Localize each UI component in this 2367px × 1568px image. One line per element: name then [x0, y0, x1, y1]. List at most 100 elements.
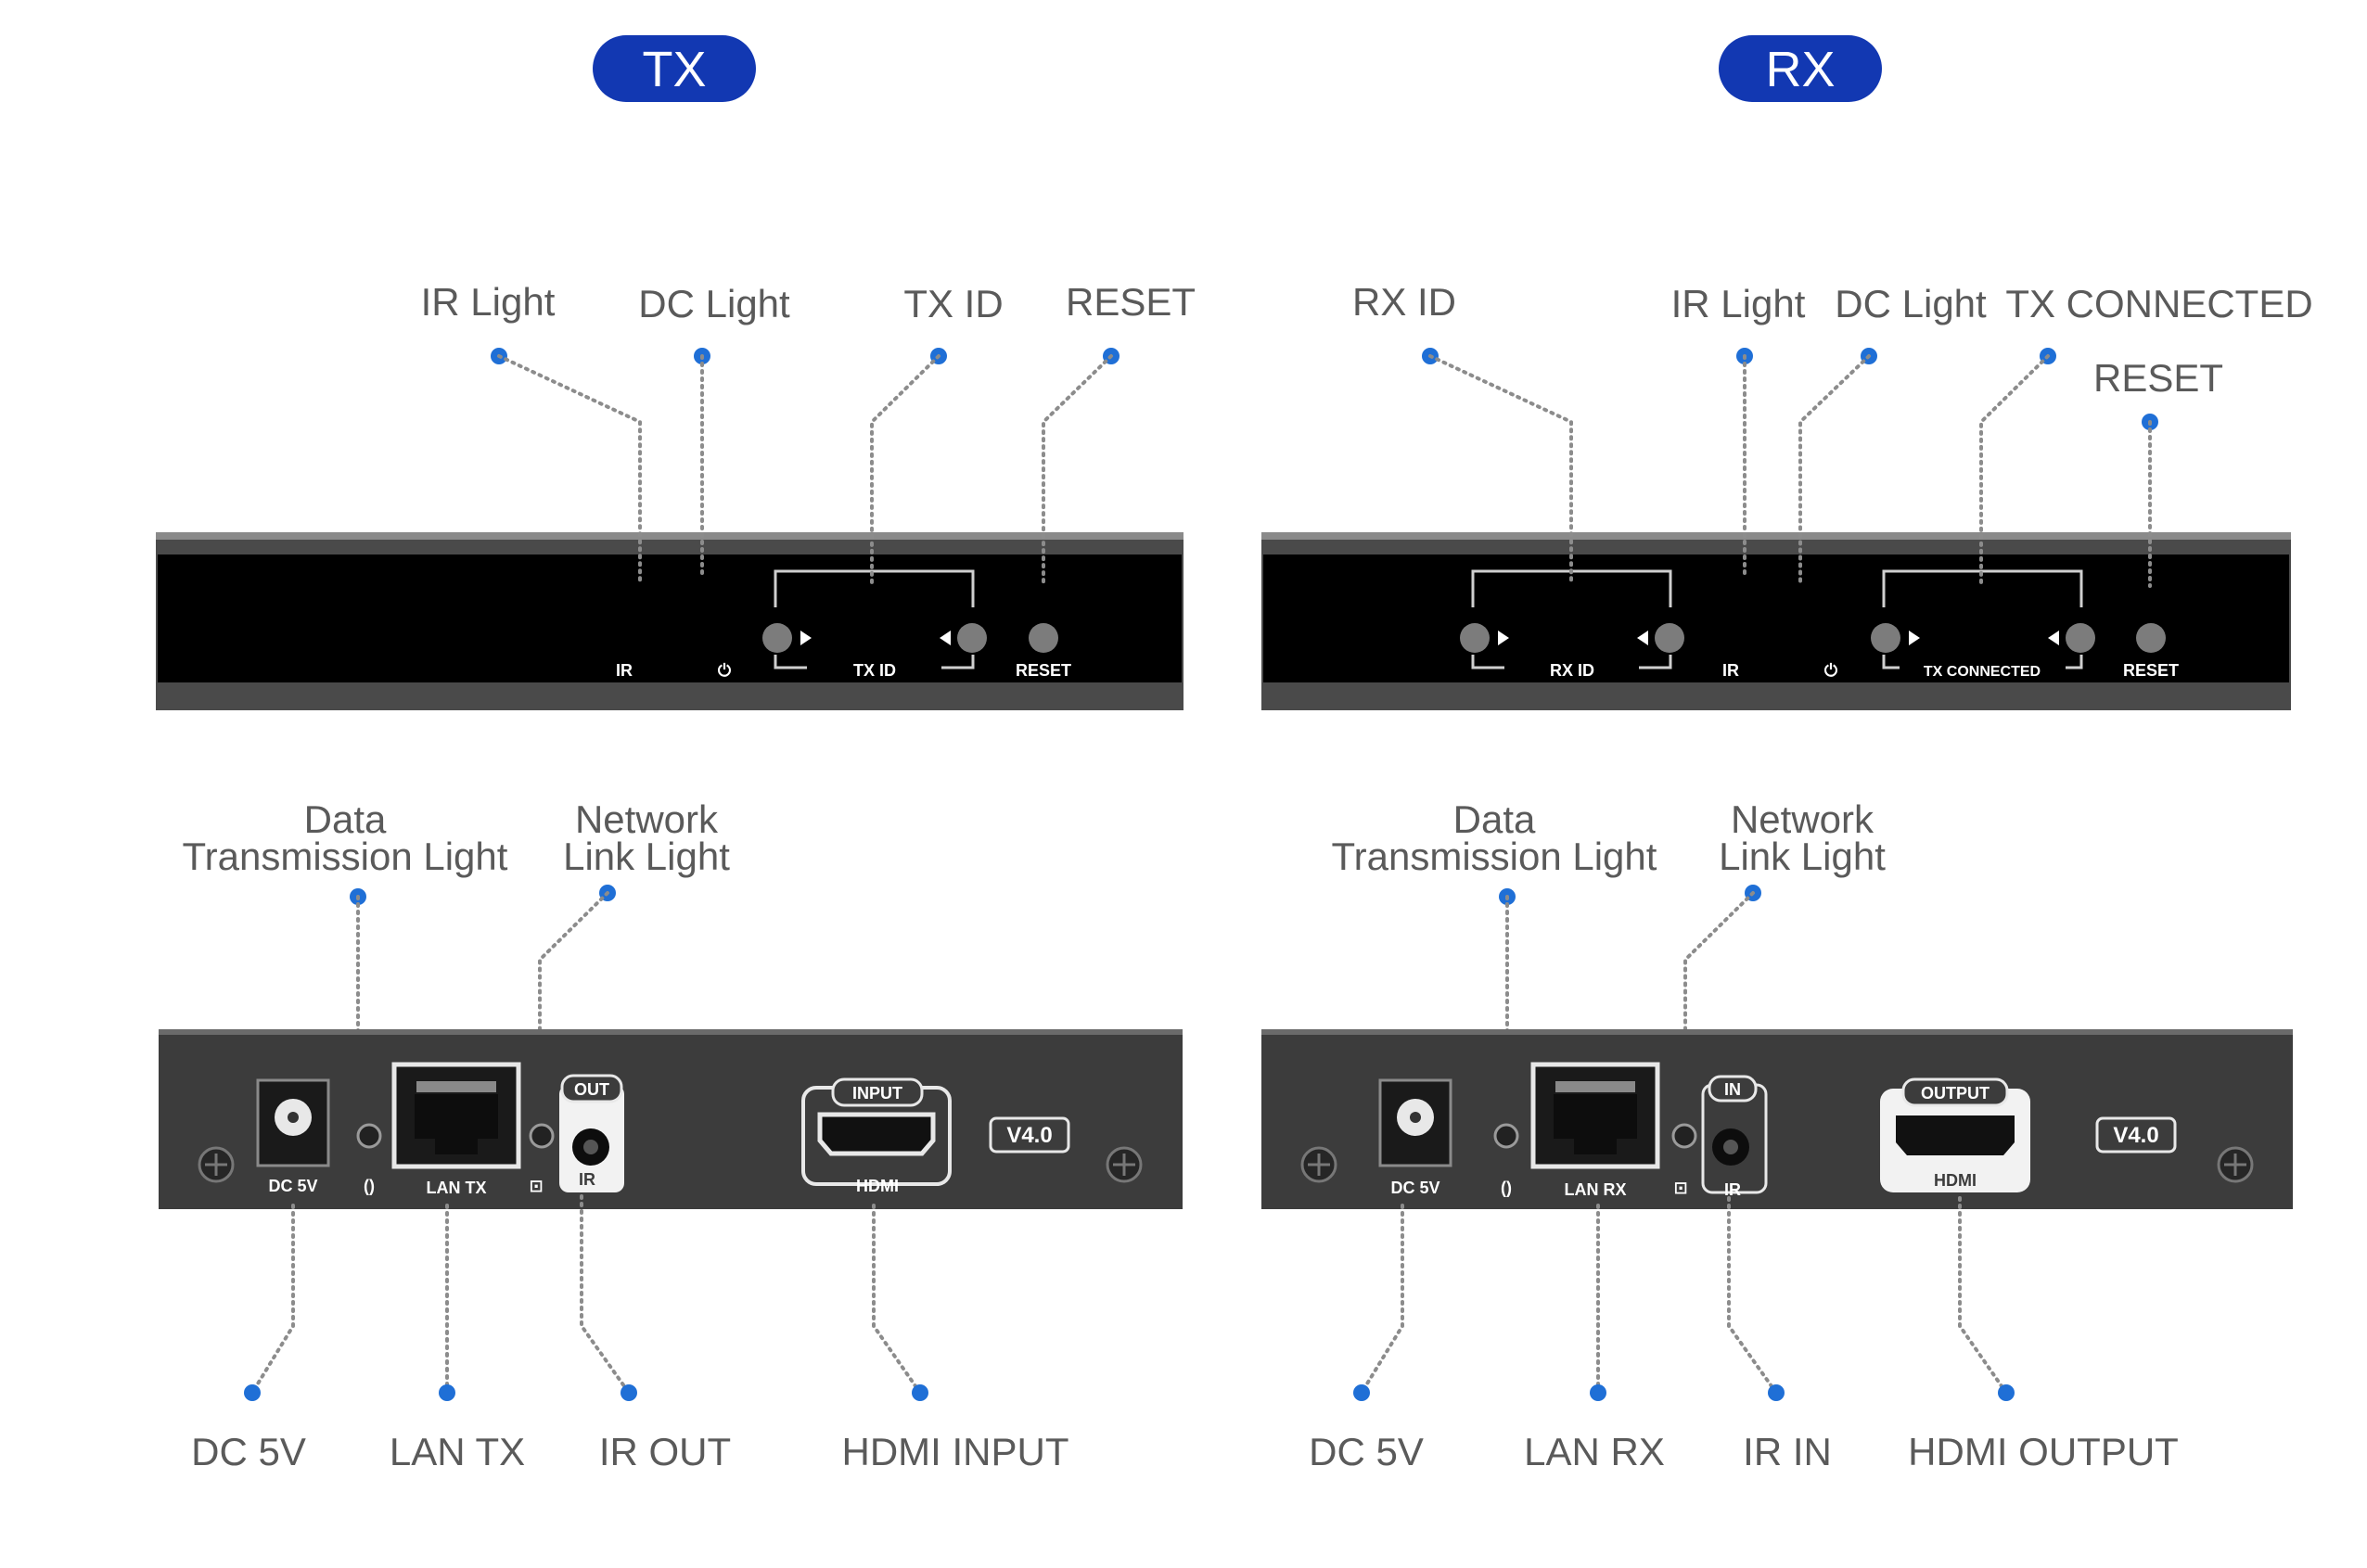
tx-callout-hdmi: HDMI INPUT [842, 1430, 1069, 1473]
rx-badge: RX [1719, 35, 1882, 102]
rx-dc-leader [1360, 1204, 1404, 1395]
rx-rear-screw-left [1300, 1146, 1337, 1183]
rx-rear-ir-tag: IN [1724, 1080, 1741, 1099]
rx-front-top-edge [1261, 532, 2291, 540]
rx-txconn-right-button[interactable] [2066, 623, 2095, 653]
tx-front-callouts: IR Light DC Light TX ID RESET [421, 280, 1196, 588]
tx-rear-version: V4.0 [1006, 1123, 1052, 1148]
rx-front-reset-label: RESET [2123, 661, 2179, 680]
tx-rear-hdmi-label: HDMI [856, 1177, 899, 1195]
rx-rear-hdmi-tag: OUTPUT [1921, 1084, 1990, 1103]
tx-id-bracket-top [774, 569, 975, 607]
rx-rear-version: V4.0 [2113, 1123, 2158, 1148]
rx-txconn-left-button[interactable] [1871, 623, 1900, 653]
tx-ir-out-jack[interactable] [559, 1085, 624, 1192]
tx-front-power-icon: ⏻ [718, 661, 732, 680]
rx-dc-jack[interactable] [1378, 1078, 1452, 1167]
rx-dc-light-leader [1798, 354, 1871, 586]
tx-lan-port[interactable] [391, 1062, 521, 1169]
tx-lan-dot [439, 1384, 455, 1401]
rx-callout-dc: DC 5V [1309, 1430, 1424, 1473]
tx-front-txid-label: TX ID [853, 661, 896, 680]
tx-rear-panel: DC 5V () LAN TX ⊡ OUT IR INPUT HDMI [159, 1029, 1183, 1209]
tx-rear-lan-label: LAN TX [427, 1179, 487, 1197]
rx-ir-in-leader [1727, 1196, 1778, 1395]
tx-version-box [989, 1116, 1070, 1154]
rx-front-panel: RX ID IR ⏻ TX CONNECTED RESET [1261, 532, 2291, 710]
tx-rear-ir-label: IR [579, 1170, 595, 1189]
rx-callout-ir-in: IR IN [1743, 1430, 1832, 1473]
rx-badge-pill [1719, 35, 1882, 102]
tx-hdmi-leader [872, 1204, 922, 1395]
rx-hdmi-output-port[interactable] [1880, 1089, 2030, 1192]
tx-id-left-button[interactable] [762, 623, 792, 653]
rx-callout-data-light-line2: Transmission Light [1332, 835, 1657, 878]
rx-ir-in-tag [1708, 1075, 1758, 1103]
tx-rear-ir-tag: OUT [574, 1080, 609, 1099]
rx-hdmi-leader [1958, 1196, 2008, 1395]
tx-rear-hdmi-tag: INPUT [852, 1084, 902, 1103]
rx-id-left-button[interactable] [1460, 623, 1490, 653]
tx-rear-callouts-bottom: DC 5V LAN TX IR OUT HDMI INPUT [191, 1194, 1069, 1473]
tx-front-face [158, 555, 1182, 682]
tx-id-right-arrow-icon [800, 631, 812, 645]
tx-front-ir-label: IR [616, 661, 633, 680]
tx-reset-button[interactable] [1029, 623, 1058, 653]
rx-front-txconn-label: TX CONNECTED [1924, 664, 2041, 680]
rx-front-face [1263, 555, 2289, 682]
rx-txconn-bracket-bottom [1882, 655, 2083, 669]
rx-rxid-leader [1428, 354, 1573, 586]
rx-callout-reset: RESET [2093, 356, 2223, 400]
rx-id-bracket-bottom [1471, 655, 1672, 669]
rx-id-left-arrow-icon [1637, 631, 1648, 645]
tx-callout-net-light-line2: Link Light [563, 835, 730, 878]
tx-badge-label: TX [642, 42, 706, 97]
tx-dc-jack[interactable] [256, 1078, 330, 1167]
tx-id-right-button[interactable] [957, 623, 987, 653]
tx-id-bracket-bottom [774, 655, 975, 669]
rx-callout-net-light-line1: Network [1731, 797, 1874, 841]
rx-callout-hdmi: HDMI OUTPUT [1908, 1430, 2179, 1473]
tx-front-reset-label: RESET [1016, 661, 1071, 680]
rx-front-rxid-label: RX ID [1550, 661, 1594, 680]
rx-net-light-led [1671, 1123, 1697, 1149]
tx-reset-leader [1042, 354, 1113, 588]
tx-hdmi-dot [912, 1384, 928, 1401]
rx-dc-dot [1353, 1384, 1370, 1401]
rx-reset-button[interactable] [2136, 623, 2166, 653]
tx-callout-data-light-line2: Transmission Light [183, 835, 508, 878]
tx-net-light-led [529, 1123, 555, 1149]
tx-ir-out-leader [580, 1194, 631, 1395]
rx-rear-net-icon: ⊡ [1673, 1179, 1687, 1197]
tx-id-left-arrow-icon [940, 631, 951, 645]
tx-ir-out-tag [560, 1074, 623, 1103]
rx-lan-dot [1590, 1384, 1606, 1401]
tx-hdmi-input-tag [831, 1077, 924, 1107]
rx-id-right-button[interactable] [1655, 623, 1684, 653]
tx-callout-data-light-line1: Data [304, 797, 387, 841]
rx-front-callouts: RX ID IR Light DC Light TX CONNECTED RES… [1352, 280, 2313, 588]
tx-ir-light-leader [497, 354, 642, 586]
tx-rear-data-icon: () [364, 1177, 375, 1195]
tx-rear-screw-right [1106, 1146, 1143, 1183]
rx-rear-data-icon: () [1501, 1179, 1512, 1197]
rx-rear-ir-label: IR [1724, 1180, 1741, 1199]
tx-callout-ir-light: IR Light [421, 280, 556, 324]
rx-callout-data-light-line1: Data [1453, 797, 1536, 841]
rx-rear-top-edge [1261, 1029, 2293, 1035]
tx-callout-ir-out: IR OUT [599, 1430, 731, 1473]
rx-ir-in-dot [1768, 1384, 1785, 1401]
tx-txid-leader [870, 354, 940, 586]
tx-dc-dot [244, 1384, 261, 1401]
rx-callout-tx-connected: TX CONNECTED [2005, 282, 2312, 325]
tx-rear-top-edge [159, 1029, 1183, 1035]
tx-callout-tx-id: TX ID [903, 282, 1003, 325]
tx-callout-lan: LAN TX [390, 1430, 525, 1473]
tx-callout-dc-light: DC Light [638, 282, 790, 325]
rx-lan-port[interactable] [1530, 1062, 1660, 1169]
tx-callout-dc: DC 5V [191, 1430, 306, 1473]
rx-rear-panel: DC 5V () LAN RX ⊡ IN IR OUTPUT HDMI V4.0 [1261, 1029, 2293, 1209]
rx-callout-dc-light: DC Light [1835, 282, 1987, 325]
rx-rear-screw-right [2217, 1146, 2254, 1183]
